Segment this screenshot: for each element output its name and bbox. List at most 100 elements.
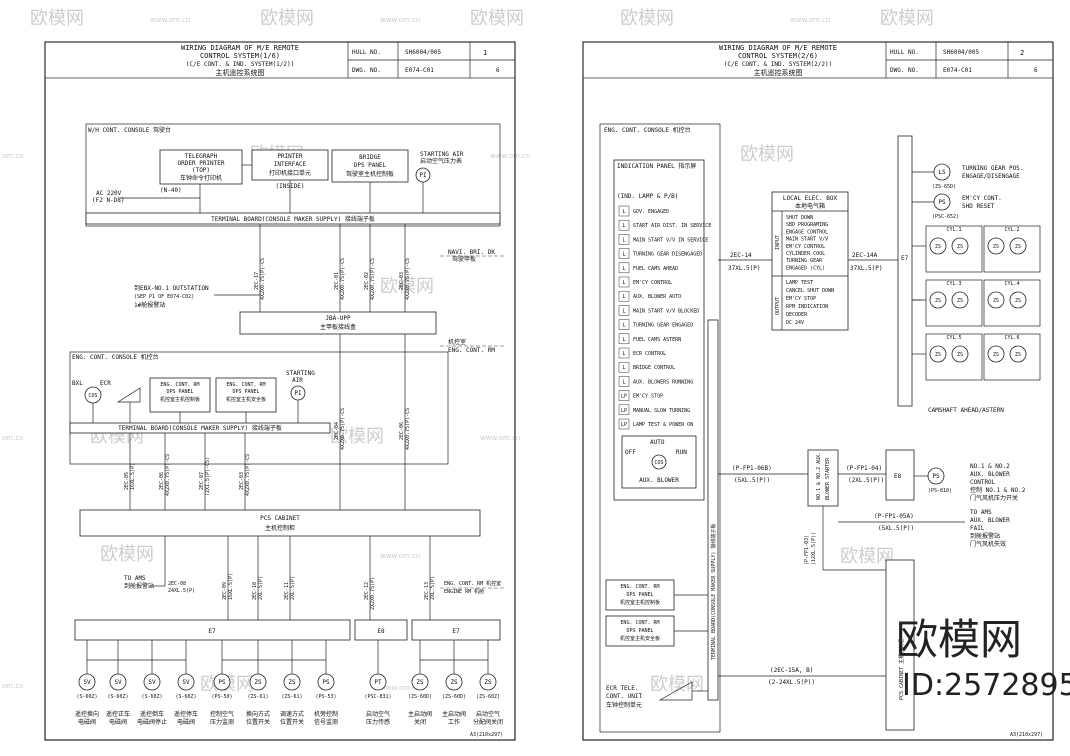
field-device-description: 分配阀关闭 bbox=[473, 718, 503, 726]
field-device-icon bbox=[213, 673, 231, 691]
lamp-code: L bbox=[622, 252, 625, 258]
local-input-item: CYLINDER COOL bbox=[786, 251, 825, 257]
aux-blower-off-label: OFF bbox=[625, 449, 636, 456]
dps-label: DPS PANEL bbox=[232, 389, 259, 395]
eng-console-section: ENG. CONT. CONSOLE 机控台 BXL ECR COS ENG. … bbox=[69, 351, 449, 465]
dps-label: 机控室主机安全板 bbox=[226, 396, 266, 403]
indication-lamp-icon bbox=[618, 361, 630, 373]
cylinder-group-frame bbox=[983, 279, 1041, 327]
junction-box-e8 bbox=[354, 619, 408, 641]
indication-lamp-icon bbox=[618, 290, 630, 302]
cos-label: COS bbox=[88, 393, 97, 399]
to-ams-label: 门气风机失效 bbox=[970, 540, 1006, 548]
local-input-item: MAIN START V/V bbox=[786, 237, 828, 243]
field-device-code: SV bbox=[148, 679, 156, 686]
cable-label: 2EC-05 bbox=[124, 472, 130, 490]
cable-label: (P-FP1-06B) bbox=[732, 465, 772, 472]
lamp-label: MAIN START V/V IN SERVICE bbox=[633, 237, 708, 243]
cylinder-label: CYL.6 bbox=[1004, 335, 1019, 341]
sheet-2-dwg-label: DWG. NO. bbox=[890, 67, 919, 74]
field-device-icon bbox=[109, 673, 127, 691]
local-output-item: DECODER bbox=[786, 312, 808, 318]
sheet-1-title-line-3: (C/E CONT. & IND. SYSTEM(1/2)) bbox=[186, 61, 294, 68]
lamp-code: LP bbox=[621, 394, 627, 400]
lamp-label: GOV. ENGAGED bbox=[633, 209, 669, 215]
blower-control-label: AUX. BLOWER bbox=[970, 471, 1010, 478]
indication-lamp-icon bbox=[618, 347, 630, 359]
field-device-description: 电磁阀 bbox=[78, 718, 96, 726]
field-device-description: 压力传感 bbox=[366, 718, 390, 726]
junction-e7-label: E7 bbox=[208, 628, 216, 635]
position-switch-icon bbox=[987, 237, 1005, 255]
field-device-code: ZS bbox=[254, 679, 262, 686]
indication-lamp-icon bbox=[618, 376, 630, 387]
dps-label: 机控室主机安全板 bbox=[620, 635, 660, 642]
position-switch-icon bbox=[951, 237, 969, 255]
zs-label: ZS bbox=[1015, 244, 1021, 250]
cable-label: 2EC-11 bbox=[284, 582, 290, 600]
field-device-description: 电磁阀停止 bbox=[137, 718, 167, 726]
cable-spec-label: 4X2X0.75(P)-CS bbox=[370, 258, 376, 300]
cable-label: 2EC-14 bbox=[730, 252, 752, 259]
indication-lamp-icon bbox=[618, 234, 630, 245]
printer-label: 打印机接口单元 bbox=[269, 169, 311, 177]
zs-label: ZS bbox=[993, 298, 999, 304]
sheet-2-footer: A3(210x297) bbox=[1010, 732, 1043, 738]
field-device-description: 启动空气 bbox=[476, 710, 500, 718]
watermark-big-id: ID:2572895 bbox=[902, 668, 1070, 703]
zs-label: ZS bbox=[935, 244, 941, 250]
sheet-1-title-line-1: WIRING DIAGRAM OF M/E REMOTE bbox=[181, 44, 299, 52]
ps-tag: (PS-810) bbox=[928, 488, 952, 494]
local-output-item: RPM INDICATION bbox=[786, 304, 828, 310]
emcy-label: SHD RESET bbox=[962, 203, 995, 210]
sheet-2-title-line-1: WIRING DIAGRAM OF M/E REMOTE bbox=[719, 44, 837, 52]
sheet-2-title-block: WIRING DIAGRAM OF M/E REMOTE CONTROL SYS… bbox=[582, 41, 1054, 79]
field-device-code: SV bbox=[114, 679, 122, 686]
ecr-telegraph-label: 车钟控制单元 bbox=[606, 701, 642, 709]
field-device-icon bbox=[249, 673, 267, 691]
position-switch-icon bbox=[1009, 237, 1027, 255]
cable-spec-label: (5XL.5(P)) bbox=[878, 525, 914, 532]
pcs-cabinet-box bbox=[79, 509, 481, 537]
field-device-icon bbox=[411, 673, 429, 691]
ecr-terminal-board bbox=[69, 422, 331, 434]
field-device-code: ZS bbox=[484, 679, 492, 686]
field-device-icon bbox=[177, 673, 195, 691]
lamp-code: L bbox=[622, 308, 625, 314]
position-switch-icon bbox=[929, 345, 947, 363]
sheet-1-title-block: WIRING DIAGRAM OF M/E REMOTE CONTROL SYS… bbox=[44, 41, 516, 79]
field-device-code: SV bbox=[182, 679, 190, 686]
lamp-label: FUEL CAMS AHEAD bbox=[633, 266, 678, 272]
jba-label: JBA-UPP bbox=[325, 315, 351, 322]
local-input-item: SBD PROGRAMING bbox=[786, 222, 828, 228]
indication-lamp-icon bbox=[618, 390, 630, 401]
ls-tag: (ZS-65D) bbox=[932, 184, 956, 190]
field-device-code: SV bbox=[83, 679, 91, 686]
engine-room-label: ENGINE RM 机舱 bbox=[444, 588, 484, 595]
cable-spec-label: 4X2X0.75(P)-CS bbox=[405, 408, 411, 450]
cable-label: (P-FP1-04) bbox=[846, 465, 882, 472]
cable-spec-label: 4X2X0.75(P)-CS bbox=[260, 258, 266, 300]
lamp-label: AUX. BLOWER AUTO bbox=[633, 294, 681, 300]
printer-interface-box bbox=[251, 149, 329, 181]
cable-spec-label: 4X2X0.75(P)-CS bbox=[245, 454, 251, 496]
indication-lamp-icon bbox=[618, 205, 630, 217]
indication-lamp-label: (IND. LAMP & P/B) bbox=[617, 193, 678, 200]
cylinder-label: CYL.3 bbox=[946, 281, 961, 287]
watermark-site: www.om.cn bbox=[480, 434, 520, 442]
n40-label: (N-40) bbox=[160, 187, 182, 194]
starting-air-label: STARTING AIR bbox=[420, 151, 464, 158]
input-label: INPUT bbox=[775, 235, 781, 250]
cable-spec-label: 4X2X0.75(P)-CS bbox=[340, 408, 346, 450]
sheet-1-dwg-value: E074-C01 bbox=[405, 67, 434, 74]
watermark-brand: 欧模网 bbox=[740, 144, 794, 165]
cylinder-group-frame bbox=[925, 225, 983, 273]
indication-lamp-icon bbox=[618, 319, 630, 330]
lamp-code: L bbox=[622, 337, 625, 343]
field-device-description: 遥控换向 bbox=[75, 710, 99, 718]
watermark-brand: 欧模网 bbox=[470, 8, 524, 29]
field-device-tag: (PS-50) bbox=[211, 694, 232, 700]
field-device-description: 信号监测 bbox=[314, 718, 338, 726]
printer-label: PRINTER bbox=[277, 153, 303, 160]
